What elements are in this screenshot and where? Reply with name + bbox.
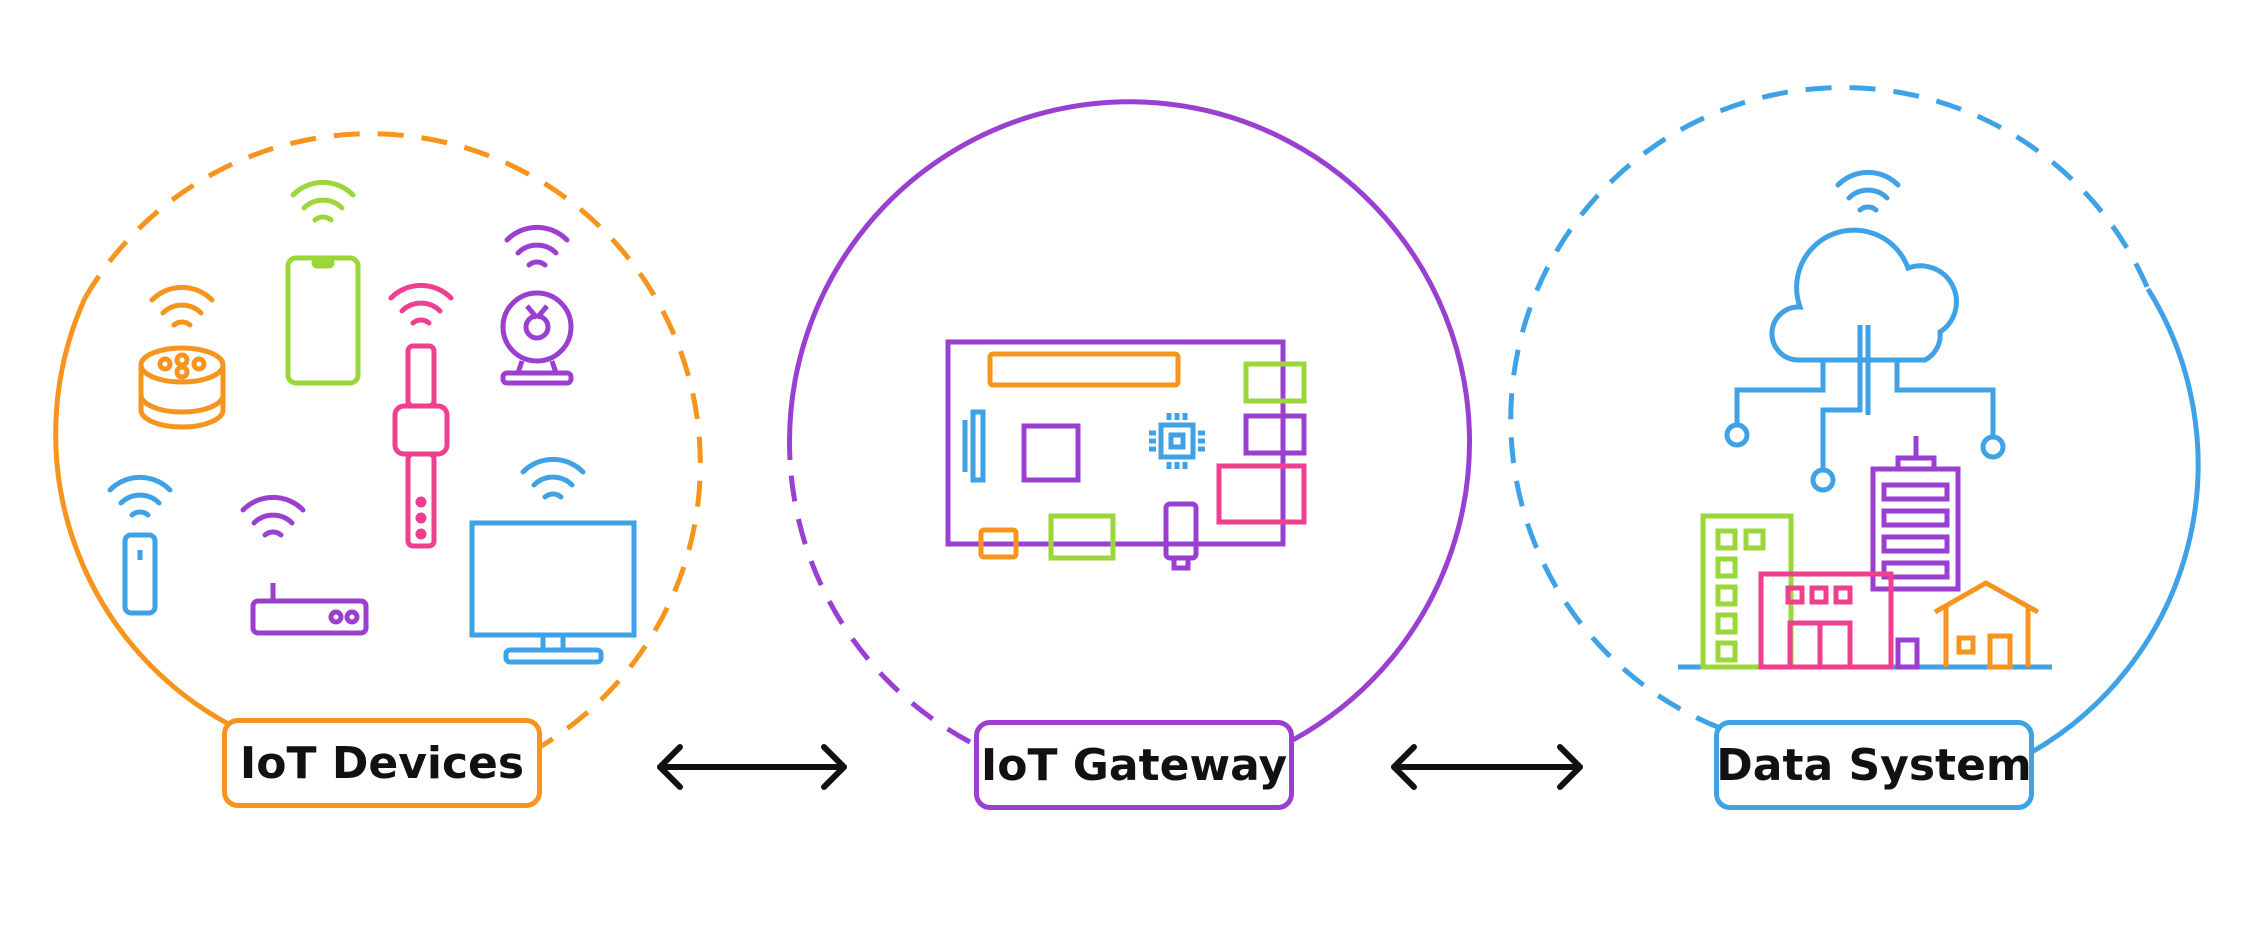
circuit-board-icon	[945, 339, 1307, 571]
arrow-devices-gateway	[657, 744, 847, 790]
iot-gateway-label: IoT Gateway	[974, 720, 1294, 810]
smart-speaker-icon	[138, 287, 226, 430]
smartphone-icon	[285, 182, 361, 386]
iot-gateway-circle	[787, 99, 1473, 785]
smartwatch-icon	[391, 285, 451, 549]
iot-devices-label: IoT Devices	[222, 718, 542, 808]
data-system-label: Data System	[1714, 720, 2034, 810]
data-system-circle	[1508, 85, 2201, 755]
cloud-network-icon	[1724, 172, 2006, 493]
webcam-icon	[500, 227, 574, 386]
monitor-icon	[469, 459, 637, 665]
city-buildings-icon	[1678, 436, 2052, 670]
arrow-gateway-data	[1391, 744, 1583, 790]
router-icon	[243, 497, 369, 636]
sensor-icon	[110, 477, 170, 616]
iot-devices-circle	[53, 131, 703, 751]
